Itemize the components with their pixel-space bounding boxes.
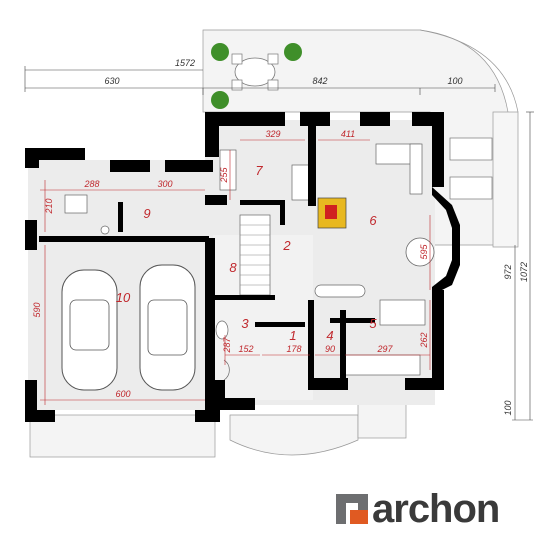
- dim-288: 288: [83, 179, 99, 189]
- room-6-label: 6: [369, 213, 377, 228]
- walls: [25, 112, 460, 422]
- brand-name: archon: [372, 487, 499, 531]
- dim-600: 600: [115, 389, 130, 399]
- room-9-label: 9: [143, 206, 150, 221]
- dim-300: 300: [157, 179, 172, 189]
- dim-right-width: 842: [312, 76, 327, 86]
- room-2-label: 2: [282, 238, 291, 253]
- dim-left-width: 630: [104, 76, 119, 86]
- car-icon: [61, 264, 196, 391]
- dim-287: 287: [222, 337, 232, 354]
- terrace-furniture: [231, 53, 493, 200]
- dim-210: 210: [44, 198, 54, 214]
- dim-bottom-height: 100: [503, 400, 513, 415]
- room-3-label: 3: [241, 316, 249, 331]
- dim-178: 178: [286, 344, 301, 354]
- dim-255: 255: [219, 167, 229, 184]
- dim-262: 262: [419, 332, 429, 348]
- dim-411: 411: [341, 129, 355, 139]
- fireplace: [317, 197, 347, 229]
- dim-590: 590: [32, 302, 42, 317]
- staircase: [239, 214, 271, 296]
- room-1-label: 1: [289, 328, 296, 343]
- dim-total-width: 1572: [175, 58, 195, 68]
- inner-dimension-lines: [40, 139, 431, 405]
- room-7-label: 7: [255, 163, 263, 178]
- dim-90: 90: [325, 344, 335, 354]
- dim-297: 297: [376, 344, 393, 354]
- room-10-label: 10: [116, 290, 131, 305]
- room-8-label: 8: [229, 260, 237, 275]
- room-5-label: 5: [369, 316, 377, 331]
- dim-main-height: 972: [503, 264, 513, 279]
- dim-right-tail: 100: [447, 76, 462, 86]
- fixtures: [64, 143, 435, 381]
- dim-329: 329: [265, 129, 280, 139]
- dim-total-height: 1072: [519, 262, 529, 282]
- dim-595: 595: [419, 244, 429, 260]
- archon-logo-icon: [336, 494, 368, 524]
- room-4-label: 4: [326, 328, 333, 343]
- dim-152: 152: [238, 344, 253, 354]
- outer-dimension-lines: [24, 66, 534, 421]
